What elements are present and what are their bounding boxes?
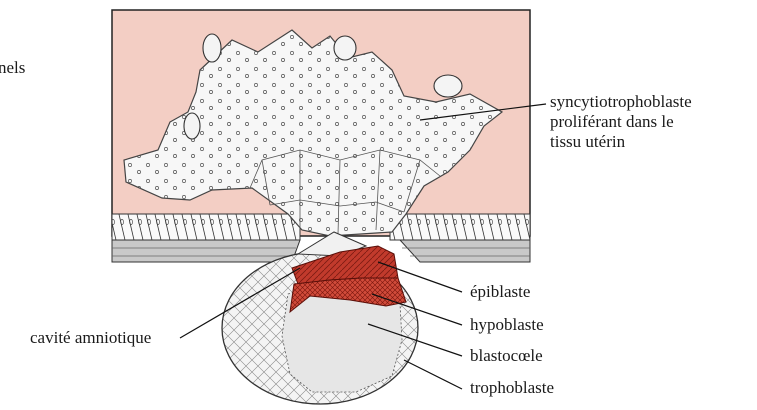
epiblaste-label: épiblaste xyxy=(470,282,530,302)
uterine-epithelium xyxy=(112,214,300,240)
uterine-stroma-underside-right xyxy=(400,240,530,262)
syncytiotrophoblaste-line-2: proliférant dans le xyxy=(550,112,692,132)
syncytiotrophoblaste-line-1: syncytiotrophoblaste xyxy=(550,92,692,112)
uterine-stroma-underside xyxy=(112,240,300,262)
syncytiotrophoblaste-line-3: tissu utérin xyxy=(550,132,692,152)
uterine-epithelium-right xyxy=(390,214,530,240)
hypoblaste-label: hypoblaste xyxy=(470,315,544,335)
partial-label: nels xyxy=(0,58,25,78)
cavite-amniotique-label: cavité amniotique xyxy=(30,328,151,348)
trophoblaste-label: trophoblaste xyxy=(470,378,554,398)
blastocoele-label: blastocœle xyxy=(470,346,543,366)
syncytiotrophoblaste-label: syncytiotrophoblaste proliférant dans le… xyxy=(550,92,692,152)
